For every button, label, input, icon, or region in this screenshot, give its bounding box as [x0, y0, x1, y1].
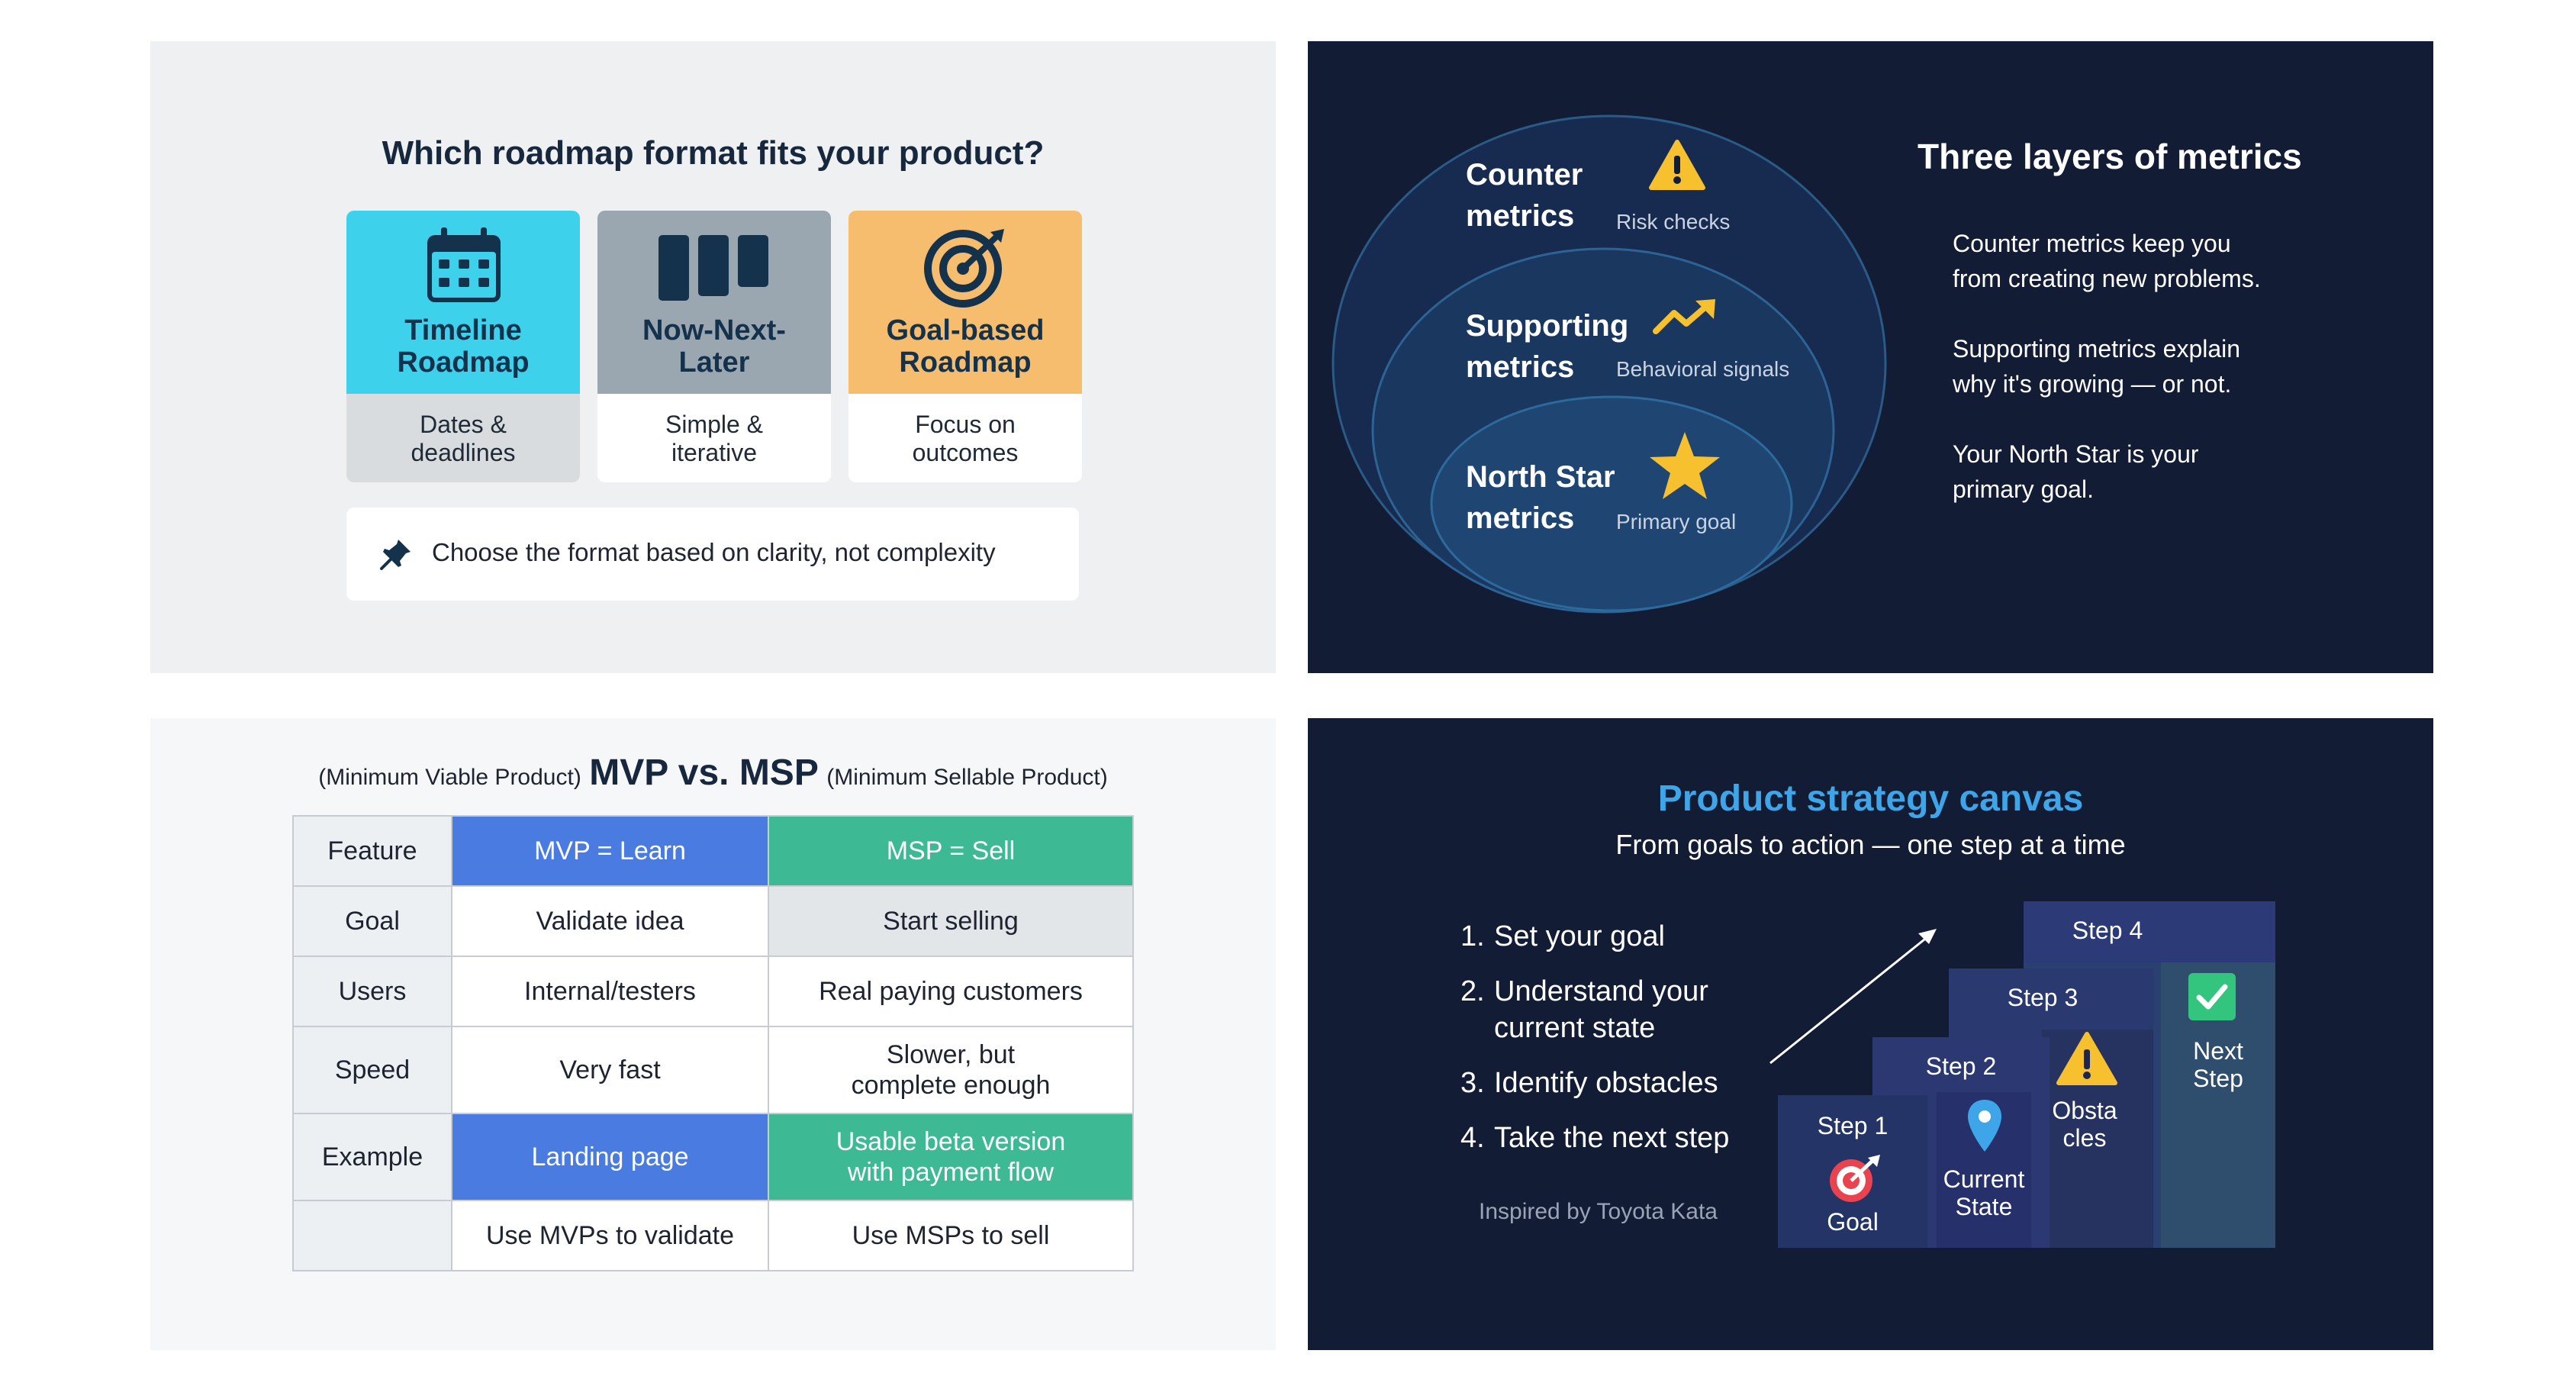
row-feature — [292, 1200, 452, 1271]
row-feature: Users — [292, 956, 452, 1027]
step-list-item: 2.Understand your current state — [1460, 975, 1708, 1044]
mvp-vs-msp-panel: (Minimum Viable Product) MVP vs. MSP (Mi… — [150, 718, 1276, 1350]
table-row: Example Landing page Usable beta version… — [292, 1113, 1134, 1201]
row-mvp: Very fast — [451, 1026, 769, 1114]
warning-icon — [1649, 140, 1705, 190]
table-row: Use MVPs to validate Use MSPs to sell — [292, 1200, 1134, 1271]
row-msp: Real paying customers — [768, 956, 1134, 1027]
checkmark-icon — [2188, 973, 2236, 1020]
card-description: Simple &iterative — [665, 411, 764, 466]
card-description: Dates &deadlines — [411, 411, 516, 466]
msp-definition: (Minimum Sellable Product) — [826, 765, 1108, 790]
metrics-panel-title: Three layers of metrics — [1918, 137, 2302, 176]
credit-note: Inspired by Toyota Kata — [1479, 1199, 1718, 1224]
trend-up-icon — [1653, 299, 1715, 334]
header-mvp: MVP = Learn — [451, 815, 769, 887]
row-mvp: Landing page — [451, 1113, 769, 1201]
step-list-item: 4.Take the next step — [1460, 1122, 1730, 1154]
row-msp: Use MSPs to sell — [768, 1200, 1134, 1271]
mvp-definition: (Minimum Viable Product) — [318, 765, 581, 790]
progress-arrow-icon — [1769, 929, 1937, 1065]
row-feature: Speed — [292, 1026, 452, 1114]
comparison-header: (Minimum Viable Product) MVP vs. MSP (Mi… — [150, 752, 1276, 794]
step-1-caption: Goal — [1827, 1208, 1879, 1236]
pushpin-icon — [380, 540, 411, 570]
north-star-metrics-sub: Primary goal — [1616, 510, 1737, 533]
row-feature: Goal — [292, 885, 452, 957]
row-msp: Start selling — [768, 885, 1134, 957]
card-title: Now-Next-Later — [642, 314, 786, 379]
columns-icon — [658, 235, 768, 301]
strategy-panel-subtitle: From goals to action — one step at a tim… — [1615, 829, 2126, 860]
north-star-metrics-layer — [1430, 395, 1793, 612]
strategy-canvas-panel: Product strategy canvas From goals to ac… — [1308, 718, 2433, 1350]
star-icon — [1650, 432, 1720, 499]
comparison-title: MVP vs. MSP — [589, 753, 819, 793]
row-mvp: Internal/testers — [451, 956, 769, 1027]
row-feature: Example — [292, 1113, 452, 1201]
step-2-label: Step 2 — [1925, 1052, 1997, 1080]
counter-metrics-sub: Risk checks — [1616, 210, 1731, 234]
format-tip-note: Choose the format based on clarity, not … — [346, 508, 1079, 601]
row-mvp: Validate idea — [451, 885, 769, 957]
row-mvp: Use MVPs to validate — [451, 1200, 769, 1271]
comparison-table: Feature MVP = Learn MSP = Sell Goal Vali… — [292, 815, 1134, 1271]
table-row: Goal Validate idea Start selling — [292, 885, 1134, 957]
calendar-icon — [427, 227, 501, 302]
location-pin-icon — [1968, 1100, 2001, 1152]
roadmap-formats-panel: Which roadmap format fits your product? … — [150, 41, 1276, 673]
step-4-label: Step 4 — [2072, 917, 2143, 944]
step-1-label: Step 1 — [1817, 1112, 1889, 1139]
step-list-item: 1.Set your goal — [1460, 920, 1665, 952]
stair-step-1: Step 1 Goal — [1778, 1095, 1927, 1248]
step-list-item: 3.Identify obstacles — [1460, 1067, 1718, 1099]
header-feature: Feature — [292, 815, 452, 887]
warning-icon — [2056, 1032, 2117, 1085]
header-msp: MSP = Sell — [768, 815, 1134, 887]
table-header-row: Feature MVP = Learn MSP = Sell — [292, 815, 1134, 887]
now-next-later-card: Now-Next-Later Simple &iterative — [597, 211, 831, 482]
target-icon — [1830, 1155, 1880, 1202]
strategy-panel-title: Product strategy canvas — [1657, 778, 2084, 819]
roadmap-panel-title: Which roadmap format fits your product? — [382, 134, 1045, 172]
note-text: Choose the format based on clarity, not … — [432, 538, 996, 566]
step-3-label: Step 3 — [2007, 984, 2079, 1011]
target-icon — [924, 229, 1004, 308]
metrics-layers-diagram — [1331, 114, 1887, 614]
table-row: Users Internal/testers Real paying custo… — [292, 956, 1134, 1027]
supporting-metrics-sub: Behavioral signals — [1616, 357, 1790, 381]
